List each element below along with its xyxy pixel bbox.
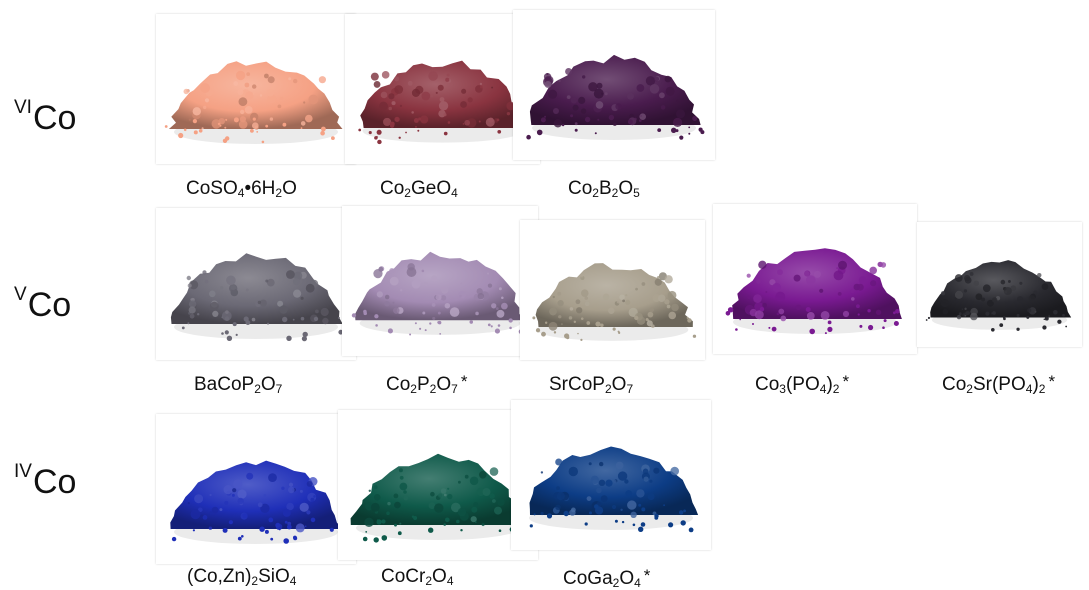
caption-co2b2o5: Co2B2O5	[568, 178, 640, 200]
powder-photo-co2geo4	[345, 14, 540, 164]
caption-co2geo4: Co2GeO4	[380, 178, 458, 200]
powder-photo-bacop2o7	[156, 208, 356, 360]
caption-coso4-6h2o: CoSO4•6H2O	[186, 178, 297, 200]
powder-photo-co2srpo42	[917, 222, 1082, 347]
powder-photo-srcop2o7	[520, 220, 705, 360]
powder-pile	[164, 61, 343, 144]
element-symbol: Co	[32, 463, 77, 501]
coordination-number: IV	[14, 461, 32, 482]
powder-photo-co2p2o7	[342, 206, 538, 356]
caption-bacop2o7: BaCoP2O7	[194, 374, 283, 396]
powder-photo-co2b2o5	[513, 10, 715, 160]
powder-pile	[350, 453, 529, 543]
powder-pile	[358, 60, 531, 145]
caption-srcop2o7: SrCoP2O7	[549, 374, 634, 396]
row-label-vi-co: VICo	[14, 98, 76, 135]
element-symbol: Co	[27, 286, 72, 324]
powder-pile	[170, 460, 346, 544]
powder-pile	[526, 54, 705, 140]
powder-pile	[532, 263, 697, 341]
powder-photo-cocr2o4	[338, 410, 538, 560]
row-label-v-co: VCo	[14, 285, 71, 322]
row-label-iv-co: IVCo	[14, 462, 76, 499]
caption-co2p2o7: Co2P2O7*	[386, 372, 468, 396]
powder-photo-coga2o4	[511, 400, 711, 550]
powder-pile	[925, 260, 1072, 332]
powder-pile	[170, 253, 344, 342]
caption-co3po42: Co3(PO4)2*	[755, 372, 850, 396]
powder-photo-co3po42	[713, 204, 917, 354]
powder-photo-coso4-6h2o	[156, 14, 356, 164]
element-symbol: Co	[32, 99, 77, 137]
caption-co2srpo42: Co2Sr(PO4)2*	[942, 372, 1056, 396]
coordination-number: VI	[14, 97, 32, 118]
powder-pile	[529, 446, 699, 533]
powder-pile	[351, 251, 525, 336]
coordination-number: V	[14, 284, 27, 305]
caption-cozn2sio4: (Co,Zn)2SiO4	[187, 566, 297, 588]
caption-cocr2o4: CoCr2O4	[381, 566, 454, 588]
powder-photo-cozn2sio4	[156, 414, 356, 564]
powder-pile	[725, 248, 902, 335]
caption-coga2o4: CoGa2O4*	[563, 566, 651, 590]
